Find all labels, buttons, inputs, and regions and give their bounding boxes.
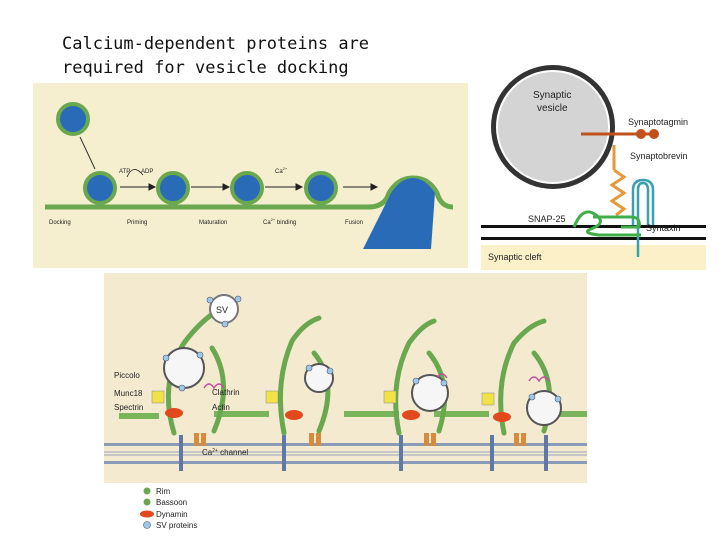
slide-title: Calcium-dependent proteins are required … bbox=[62, 34, 370, 78]
docking-sequence-diagram: ATP ADP Ca2+ Docking Priming Maturation … bbox=[33, 83, 468, 268]
calcium-bound-vesicle bbox=[304, 171, 338, 205]
synaptic-cleft-label: Synaptic cleft bbox=[488, 252, 542, 262]
legend-dynamin-label: Dynamin bbox=[156, 510, 188, 519]
ca-channel-label: Ca2+ channel bbox=[202, 448, 248, 457]
step-priming: Priming bbox=[127, 220, 147, 226]
cleft-background bbox=[481, 245, 706, 270]
legend-sv-proteins-label: SV proteins bbox=[156, 521, 197, 530]
spectrin-bars bbox=[119, 411, 587, 419]
fusion-pore bbox=[363, 178, 435, 249]
synaptic-vesicle-label-1: Synaptic bbox=[533, 90, 571, 101]
mature-vesicle bbox=[230, 171, 264, 205]
channel-pores bbox=[194, 433, 526, 446]
clathrin-hooks bbox=[203, 373, 550, 390]
step-maturation: Maturation bbox=[199, 220, 227, 226]
syntaxin-label: Syntaxin bbox=[646, 223, 681, 233]
legend-rim-icon bbox=[143, 487, 151, 495]
actin-label: Actin bbox=[212, 403, 230, 412]
synaptic-vesicle-body bbox=[496, 70, 610, 184]
sv-label: SV bbox=[216, 305, 228, 315]
primed-vesicle bbox=[156, 171, 190, 205]
snap25-helix-2 bbox=[593, 215, 641, 229]
dynamin-proteins bbox=[165, 408, 511, 422]
synaptotagmin-c2a bbox=[636, 129, 646, 139]
legend-bassoon-icon bbox=[143, 498, 151, 506]
legend-rim-label: Rim bbox=[156, 487, 171, 496]
step-docking: Docking bbox=[49, 220, 71, 226]
stage-arrows bbox=[120, 183, 379, 191]
snap25-helix bbox=[572, 210, 641, 237]
synaptotagmin-c2b bbox=[649, 129, 659, 139]
munc18-label: Munc18 bbox=[114, 389, 143, 398]
legend-dynamin-icon bbox=[140, 510, 154, 518]
plasma-membrane bbox=[45, 175, 454, 210]
adp-label: ADP bbox=[141, 169, 153, 175]
sv-proteins-free bbox=[206, 295, 242, 328]
approach-arrow bbox=[79, 136, 96, 170]
docked-vesicles bbox=[163, 347, 562, 426]
synaptobrevin-label: Synaptobrevin bbox=[630, 151, 688, 161]
membrane-inner bbox=[104, 443, 587, 446]
calcium-channels bbox=[179, 435, 548, 471]
docked-vesicle bbox=[83, 171, 117, 205]
piccolo-label: Piccolo bbox=[114, 371, 140, 380]
active-zone-diagram: SV Piccolo Munc18 Spectrin Clathrin Acti… bbox=[104, 273, 587, 540]
atp-label: ATP bbox=[119, 169, 130, 175]
piccolo-bassoon-filaments bbox=[165, 310, 553, 436]
synaptobrevin-helix bbox=[609, 168, 627, 217]
munc18-proteins bbox=[151, 390, 495, 406]
sv-proteins-docked bbox=[162, 351, 562, 403]
step-ca-binding: Ca2+ binding bbox=[263, 217, 296, 226]
clathrin-label: Clathrin bbox=[212, 388, 240, 397]
synaptotagmin-label: Synaptotagmin bbox=[628, 117, 688, 127]
legend-sv-proteins-icon bbox=[143, 521, 151, 529]
syntaxin-helix bbox=[631, 178, 655, 257]
lipid-bilayer bbox=[104, 451, 587, 456]
step-fusion: Fusion bbox=[345, 220, 363, 226]
synaptic-vesicle-label-2: vesicle bbox=[537, 103, 568, 114]
membrane-outer bbox=[104, 461, 587, 464]
presynaptic-membrane-outer bbox=[481, 237, 706, 240]
free-vesicle bbox=[56, 102, 90, 136]
snare-complex-diagram: Synaptic vesicle Synaptotagmin Synaptobr… bbox=[481, 65, 706, 270]
legend-bassoon-label: Bassoon bbox=[156, 498, 187, 507]
snap25-label: SNAP-25 bbox=[528, 214, 566, 224]
atp-adp-arrow bbox=[126, 169, 144, 178]
calcium-label: Ca2+ bbox=[275, 166, 288, 175]
spectrin-label: Spectrin bbox=[114, 403, 143, 412]
